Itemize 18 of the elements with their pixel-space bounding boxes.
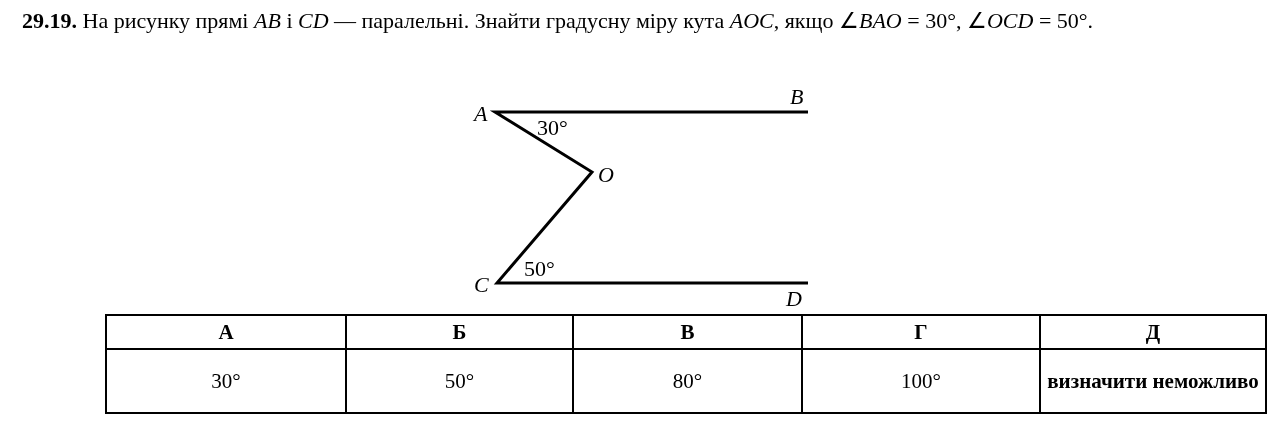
table-header-cell: А [106, 315, 346, 349]
table-cell: визначити неможливо [1040, 349, 1266, 413]
point-label: O [598, 164, 614, 186]
point-label: C [474, 274, 489, 296]
table-cell: 100° [802, 349, 1040, 413]
point-label: D [786, 288, 802, 310]
table-cell: 80° [573, 349, 802, 413]
table-header-cell: Б [346, 315, 573, 349]
table-cell: 50° [346, 349, 573, 413]
table-header-cell: Г [802, 315, 1040, 349]
problem-text: 29.19. На рисунку прямі AB і CD — паралельні. Знайти градусну міру кута AOC, якщо ∠BAO = 30°, ∠OCD = 50°. [22, 7, 1095, 35]
point-label: A [474, 103, 488, 125]
table-cell: 30° [106, 349, 346, 413]
angle-label: 50° [524, 258, 555, 280]
table-header-cell: В [573, 315, 802, 349]
angle-label: 30° [537, 117, 568, 139]
table-header-cell: Д [1040, 315, 1266, 349]
point-label: B [790, 86, 804, 108]
